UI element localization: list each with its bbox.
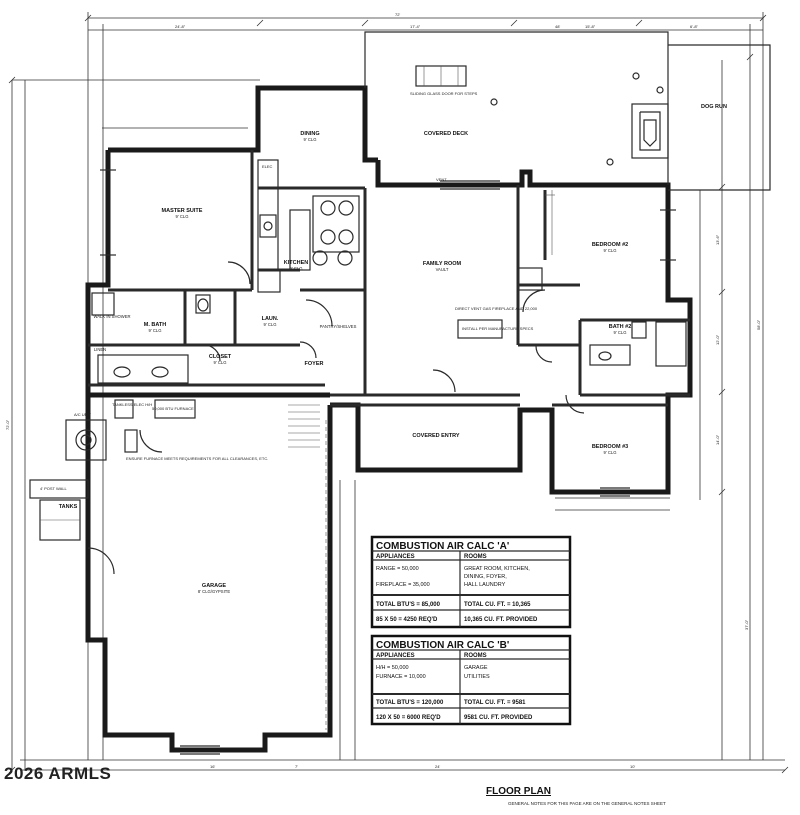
dimension-lines bbox=[8, 12, 789, 774]
room-sub-bath-2: 9' CLG bbox=[614, 330, 627, 335]
room-sub-family-room: VAULT bbox=[436, 267, 449, 272]
room-label-closet: CLOSET bbox=[209, 354, 232, 360]
room-sub-closet: 9' CLG bbox=[214, 360, 227, 365]
calc-table-a: COMBUSTION AIR CALC 'A' APPLIANCES ROOMS… bbox=[370, 535, 572, 629]
plan-notes: ENSURE FURNACE MEETS REQUIREMENTS FOR AL… bbox=[40, 91, 538, 700]
calc-a-row3-b: HALL LAUNDRY bbox=[464, 582, 506, 588]
note-tankless: TANKLESS ELEC H/H bbox=[112, 402, 152, 407]
note-install-fan: INSTALL PER MANUFACTURE SPECS bbox=[462, 326, 534, 331]
calc-b-total-cuft: TOTAL CU. FT. = 9581 bbox=[464, 700, 526, 706]
dim-right-c: 14'-0" bbox=[715, 434, 720, 445]
calc-b-row2-a: FURNACE = 10,000 bbox=[376, 674, 426, 680]
dim-right-b: 12'-0" bbox=[715, 334, 720, 345]
room-sub-laun: 9' CLG bbox=[264, 322, 277, 327]
dim-bottom-a: 24' bbox=[435, 764, 440, 769]
note-furnace-label: 50,000 BTU FURNACE bbox=[152, 406, 194, 411]
note-post-wall: 4' POST WALL bbox=[40, 486, 68, 491]
dim-top-b: 17'-4" bbox=[410, 24, 421, 29]
calc-b-row1-b: GARAGE bbox=[464, 665, 488, 671]
note-elec: ELEC bbox=[262, 164, 273, 169]
dim-bottom-c: 7' bbox=[295, 764, 298, 769]
calc-a-row2-b: DINING, FOYER, bbox=[464, 574, 507, 580]
dim-left-total: 72'-0" bbox=[5, 419, 10, 430]
calc-a-total-cuft: TOTAL CU. FT. = 10,365 bbox=[464, 602, 531, 608]
room-label-walk-in-shower: WALK IN SHOWER bbox=[93, 314, 130, 319]
dim-right-far: 37'-0" bbox=[744, 619, 749, 630]
calc-a-col2-header: ROOMS bbox=[464, 554, 487, 560]
calc-b-provided: 9581 CU. FT. PROVIDED bbox=[464, 715, 533, 721]
dim-top-c: 15'-8" bbox=[585, 24, 596, 29]
page-title: FLOOR PLAN bbox=[486, 786, 551, 797]
dim-bottom-d: 10' bbox=[630, 764, 635, 769]
calc-a-title: COMBUSTION AIR CALC 'A' bbox=[376, 541, 509, 552]
dimension-text: 72' 48' 24'-8" 17'-4" 15'-8" 6'-8" 72'-0… bbox=[5, 12, 761, 769]
room-label-tanks: TANKS bbox=[59, 504, 78, 510]
room-label-laun: LAUN. bbox=[262, 316, 279, 322]
room-label-dog-run: DOG RUN bbox=[701, 104, 727, 110]
note-garage-door-1: 16X8 O.H. GARAGE DOOR bbox=[326, 510, 331, 560]
room-label-bath-2: BATH #2 bbox=[609, 324, 632, 330]
calc-a-row3-a: FIREPLACE = 35,000 bbox=[376, 582, 430, 588]
room-label-kitchen: KITCHEN bbox=[284, 260, 308, 266]
room-label-pantry: PANTRY/SHELVES bbox=[320, 324, 357, 329]
calc-a-required: 85 X 50 = 4250 REQ'D bbox=[376, 617, 438, 623]
calc-a-row1-a: RANGE = 50,000 bbox=[376, 566, 419, 572]
calc-b-required: 120 X 50 = 6000 REQ'D bbox=[376, 715, 441, 721]
room-sub-garage: 8' CLG/GYPSITE bbox=[198, 589, 230, 594]
room-sub-dining: 9' CLG bbox=[304, 137, 317, 142]
calc-b-col2-header: ROOMS bbox=[464, 653, 487, 659]
title-note: GENERAL NOTES FOR THIS PAGE ARE ON THE G… bbox=[508, 801, 666, 806]
dim-right-a: 13'-6" bbox=[715, 234, 720, 245]
dim-top-a: 24'-8" bbox=[175, 24, 186, 29]
room-label-foyer: FOYER bbox=[305, 361, 324, 367]
calc-a-col1-header: APPLIANCES bbox=[376, 554, 415, 560]
calc-a-provided: 10,365 CU. FT. PROVIDED bbox=[464, 617, 538, 623]
interior-walls bbox=[29, 150, 690, 755]
dim-overall-top: 72' bbox=[395, 12, 400, 17]
note-garage-door-2: 16X8 O.H. GARAGE DOOR bbox=[326, 650, 331, 700]
dim-top-d: 6'-8" bbox=[690, 24, 699, 29]
dim-overall-top-right: 48' bbox=[555, 24, 560, 29]
room-label-covered-entry: COVERED ENTRY bbox=[412, 433, 459, 439]
room-labels: COVERED DECK FAMILY ROOM VAULT MASTER SU… bbox=[59, 104, 727, 594]
room-label-bedroom-3: BEDROOM #3 bbox=[592, 444, 628, 450]
calc-a-row1-b: GREAT ROOM, KITCHEN, bbox=[464, 566, 530, 572]
note-furnace: ENSURE FURNACE MEETS REQUIREMENTS FOR AL… bbox=[126, 456, 268, 461]
room-label-m-bath: M. BATH bbox=[144, 322, 167, 328]
room-sub-kitchen: 9' CLG bbox=[290, 266, 303, 271]
note-ac-unit: A/C UNIT bbox=[74, 412, 92, 417]
room-sub-bedroom-2: 9' CLG bbox=[604, 248, 617, 253]
calc-a-total-btu: TOTAL BTU'S = 85,000 bbox=[376, 602, 441, 608]
note-vent: VENT bbox=[436, 177, 447, 182]
room-sub-master-suite: 9' CLG bbox=[176, 214, 189, 219]
room-sub-bedroom-3: 9' CLG bbox=[604, 450, 617, 455]
calc-table-b: COMBUSTION AIR CALC 'B' APPLIANCES ROOMS… bbox=[370, 634, 572, 726]
room-label-linen: LINEN bbox=[94, 347, 106, 352]
room-label-family-room: FAMILY ROOM bbox=[423, 261, 462, 267]
watermark: 2026 ARMLS bbox=[4, 764, 112, 783]
room-label-covered-deck: COVERED DECK bbox=[424, 131, 468, 137]
covered-deck-outline bbox=[364, 31, 771, 191]
room-label-garage: GARAGE bbox=[202, 583, 226, 589]
note-sliding-door: SLIDING GLASS DOOR FOR STEPS bbox=[410, 91, 478, 96]
note-fireplace: DIRECT VENT GAS FIREPLACE AND 22,000 bbox=[455, 306, 538, 311]
room-label-master-suite: MASTER SUITE bbox=[162, 208, 203, 214]
calc-b-total-btu: TOTAL BTU'S = 120,000 bbox=[376, 700, 444, 706]
dim-bottom-b: 16' bbox=[210, 764, 215, 769]
room-sub-m-bath: 9' CLG bbox=[149, 328, 162, 333]
room-label-bedroom-2: BEDROOM #2 bbox=[592, 242, 628, 248]
calc-b-row2-b: UTILITIES bbox=[464, 674, 490, 680]
calc-b-row1-a: H/H = 50,000 bbox=[376, 665, 409, 671]
calc-b-col1-header: APPLIANCES bbox=[376, 653, 415, 659]
dim-right-total: 58'-0" bbox=[756, 319, 761, 330]
room-label-dining: DINING bbox=[300, 131, 319, 137]
calc-b-title: COMBUSTION AIR CALC 'B' bbox=[376, 640, 509, 651]
